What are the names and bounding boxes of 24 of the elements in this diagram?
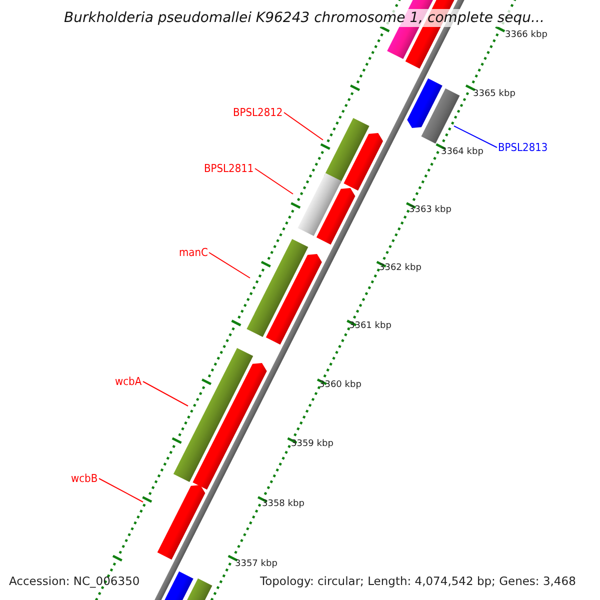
leader-line: [208, 252, 250, 278]
gene-label: manC: [179, 247, 208, 258]
scale-label: 3363 kbp: [409, 206, 452, 215]
leader-line: [142, 381, 188, 406]
scale-label: 3362 kbp: [379, 264, 422, 273]
scale-label: 3357 kbp: [235, 560, 278, 569]
info-text: Accession: NC_006350: [9, 576, 140, 588]
scale-label: 3358 kbp: [262, 500, 304, 509]
scale-label: 3364 kbp: [441, 148, 484, 157]
gene-label: BPSL2811: [204, 163, 254, 174]
scale-label: 3359 kbp: [291, 440, 334, 449]
scale-label: 3361 kbp: [349, 322, 392, 331]
gene-label: BPSL2812: [233, 107, 283, 118]
leader-line: [454, 126, 498, 148]
scale-label: 3360 kbp: [319, 381, 362, 390]
scale-label: 3366 kbp: [505, 31, 548, 40]
leader-line: [254, 168, 294, 194]
gene-label: BPSL2813: [498, 142, 548, 153]
scale-label: 3365 kbp: [473, 90, 516, 99]
leader-line: [98, 478, 144, 502]
leader-line: [284, 112, 324, 140]
gene-label: wcbA: [115, 376, 142, 387]
info-text: Topology: circular; Length: 4,074,542 bp; Genes: 3,468: [260, 576, 576, 588]
gene-label: wcbB: [71, 473, 98, 484]
